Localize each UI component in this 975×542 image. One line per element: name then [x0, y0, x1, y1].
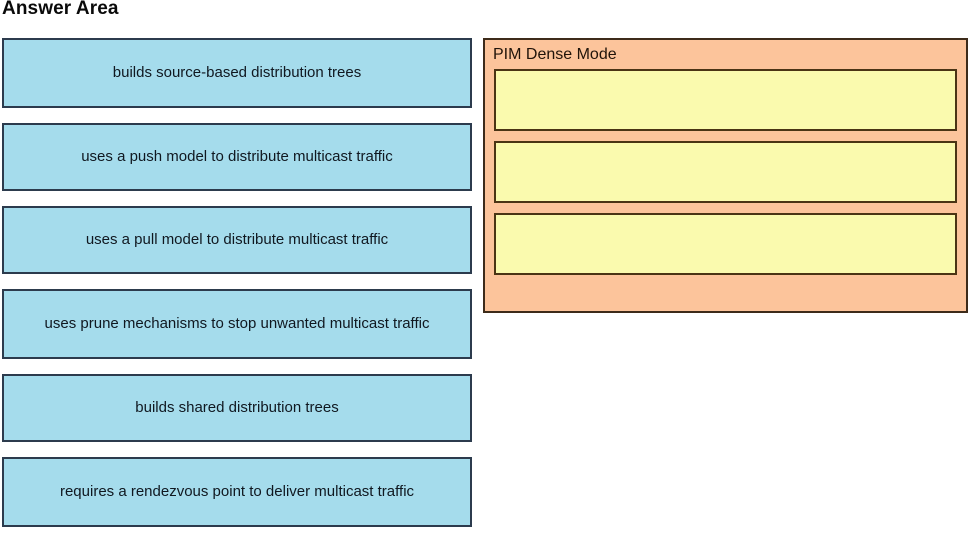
dropzone-list [485, 69, 966, 275]
dropzone-slot[interactable] [494, 213, 957, 275]
options-column: builds source-based distribution trees u… [2, 38, 472, 542]
option-tile[interactable]: builds source-based distribution trees [2, 38, 472, 108]
option-tile-label: requires a rendezvous point to deliver m… [59, 483, 415, 500]
option-tile[interactable]: uses a push model to distribute multicas… [2, 123, 472, 191]
option-tile[interactable]: uses a pull model to distribute multicas… [2, 206, 472, 274]
option-tile[interactable]: requires a rendezvous point to deliver m… [2, 457, 472, 527]
option-tile[interactable]: builds shared distribution trees [2, 374, 472, 442]
option-tile-label: builds source-based distribution trees [112, 64, 362, 81]
category-title: PIM Dense Mode [493, 46, 617, 63]
option-tile-label: uses a push model to distribute multicas… [81, 148, 393, 165]
dropzone-slot[interactable] [494, 141, 957, 203]
dropzone-slot[interactable] [494, 69, 957, 131]
option-tile-label: builds shared distribution trees [135, 399, 339, 416]
category-panel-pim-dense-mode: PIM Dense Mode [483, 38, 968, 313]
option-tile[interactable]: uses prune mechanisms to stop unwanted m… [2, 289, 472, 359]
option-tile-label: uses a pull model to distribute multicas… [85, 231, 389, 248]
page-title: Answer Area [2, 0, 119, 19]
option-tile-label: uses prune mechanisms to stop unwanted m… [44, 315, 430, 332]
